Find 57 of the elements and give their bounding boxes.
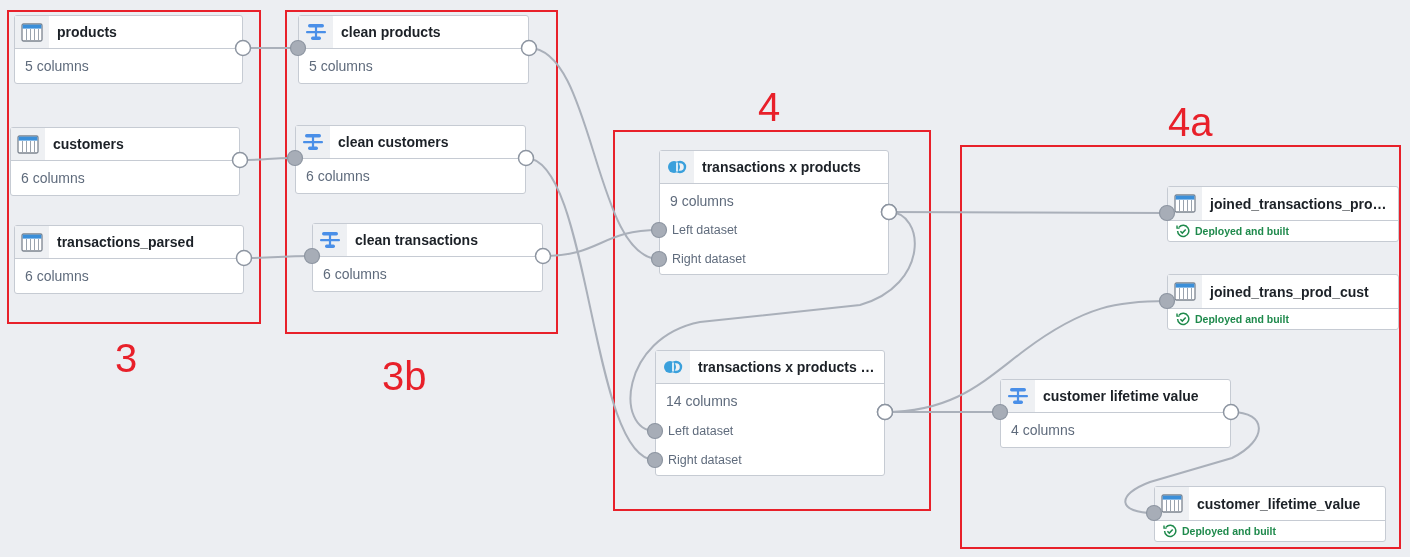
column-count: 14 columns: [666, 393, 738, 409]
output-dataset-card: [1167, 274, 1399, 330]
build-status: Deployed and built: [1195, 313, 1289, 325]
card-title: joined_transactions_pro…: [1208, 195, 1387, 212]
connector: [629, 203, 916, 440]
card-title: transactions_parsed: [56, 234, 194, 250]
transform-card: [1000, 379, 1231, 448]
annotation-frame: [7, 10, 261, 324]
card-title: clean transactions: [354, 232, 478, 248]
column-count: 4 columns: [1011, 422, 1075, 438]
transform-card: [295, 125, 526, 194]
column-count: 9 columns: [670, 193, 734, 209]
port-label: Left dataset: [671, 223, 738, 237]
connector: [876, 403, 1009, 421]
card-title: transactions x products: [701, 159, 861, 175]
join-card: [655, 350, 885, 476]
build-status: Deployed and built: [1182, 525, 1276, 537]
annotation-frame: [960, 145, 1401, 549]
annotation-frame: [613, 130, 931, 511]
join-card: [659, 150, 889, 275]
build-status: Deployed and built: [1195, 225, 1289, 237]
connector: [234, 39, 307, 57]
connector: [1124, 403, 1260, 522]
output-dataset-card: [1154, 486, 1386, 542]
card-title: transactions x products …: [697, 359, 875, 375]
transform-card: [298, 15, 529, 84]
connector: [520, 39, 668, 268]
port-label: Right dataset: [671, 252, 746, 266]
column-count: 6 columns: [21, 170, 85, 186]
output-dataset-card: [1167, 186, 1399, 242]
card-title: customer lifetime value: [1042, 388, 1199, 404]
group-number: 3: [115, 338, 138, 378]
annotation-frame: [285, 10, 558, 334]
column-count: 5 columns: [25, 58, 89, 74]
connector: [517, 149, 664, 469]
card-title: clean products: [340, 24, 441, 40]
connector: [534, 221, 668, 265]
dataset-card: [14, 225, 244, 294]
card-title: products: [56, 24, 117, 40]
group-number: 3b: [382, 356, 427, 396]
card-title: joined_trans_prod_cust: [1208, 283, 1369, 300]
group-number: 4a: [1168, 102, 1213, 142]
dataset-card: [10, 127, 240, 196]
card-title: clean customers: [337, 134, 449, 150]
connector: [231, 149, 304, 169]
column-count: 6 columns: [25, 268, 89, 284]
column-count: 6 columns: [306, 168, 370, 184]
group-number: 4: [758, 87, 781, 127]
column-count: 5 columns: [309, 58, 373, 74]
column-count: 6 columns: [323, 266, 387, 282]
connector: [235, 247, 321, 267]
card-title: customers: [52, 136, 124, 152]
port-label: Left dataset: [667, 424, 734, 438]
port-label: Right dataset: [667, 453, 742, 467]
dataset-card: [14, 15, 243, 84]
transform-card: [312, 223, 543, 292]
card-title: customer_lifetime_value: [1196, 495, 1361, 512]
